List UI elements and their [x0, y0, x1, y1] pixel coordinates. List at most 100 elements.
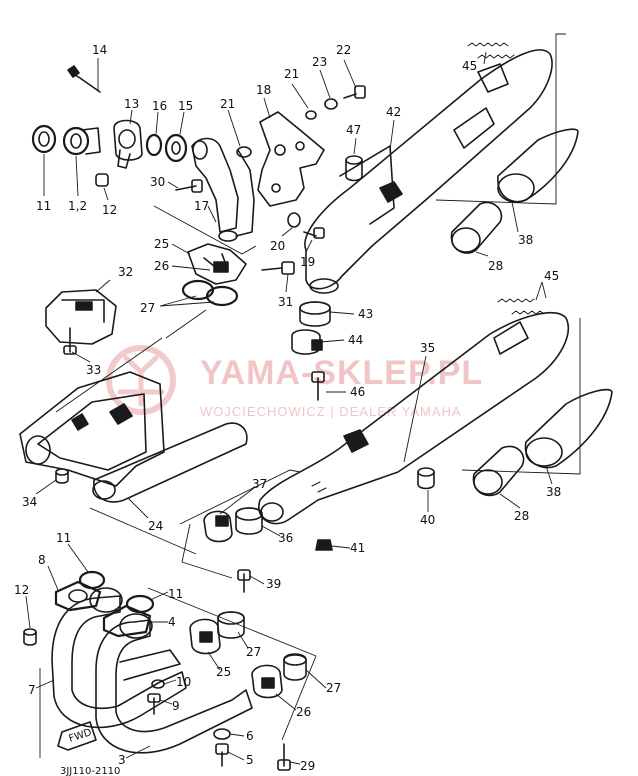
diagram-caption: 3JJ110-2110	[60, 766, 120, 776]
callout-34: 34	[22, 495, 37, 509]
callout-32: 32	[118, 265, 133, 279]
part-muffler-42	[304, 49, 553, 294]
part-bolt-33	[63, 327, 77, 355]
part-gasket-11	[31, 124, 57, 154]
part-gasket-43	[299, 301, 331, 327]
part-tail-cap-38	[497, 128, 579, 203]
callout-43: 43	[358, 307, 373, 321]
callout-27-c: 27	[326, 681, 341, 695]
part-bolt-31	[261, 261, 295, 275]
callout-22: 22	[336, 43, 351, 57]
part-end-pipe-28-b	[472, 445, 525, 497]
part-collar-47	[345, 155, 363, 182]
part-exhaust-pipe-17	[191, 137, 255, 242]
part-end-pipe-28	[450, 201, 503, 254]
part-bolt-30	[175, 179, 203, 193]
callout-14: 14	[92, 43, 107, 57]
part-collar-12-b	[23, 628, 37, 646]
callout-20: 20	[270, 239, 285, 253]
yamaha-logo-watermark	[106, 345, 176, 415]
part-clamp-44	[291, 329, 323, 355]
part-gasket-27	[181, 279, 239, 307]
part-bracket-18	[257, 111, 325, 207]
assembly-outline-lines	[39, 205, 317, 758]
part-tail-cap-38-b	[524, 388, 613, 469]
part-collar-40	[417, 467, 435, 490]
callout-47: 47	[346, 123, 361, 137]
callout-42: 42	[386, 105, 401, 119]
callout-27: 27	[140, 301, 155, 315]
part-washer-6	[213, 728, 231, 740]
part-ring-16	[145, 133, 163, 157]
part-bolt-5	[215, 743, 229, 767]
bracket-lines-upper-rear	[435, 33, 566, 205]
part-spring-45-b	[497, 298, 545, 315]
callout-25: 25	[154, 237, 169, 251]
callout-29: 29	[300, 759, 315, 773]
part-clamp-25-b	[189, 618, 221, 655]
callout-27-b: 27	[246, 645, 261, 659]
watermark-title: YAMA-SKLEP.PL	[200, 354, 483, 392]
part-gasket-27-b	[217, 611, 245, 639]
callout-6: 6	[246, 729, 254, 743]
callout-41: 41	[350, 541, 365, 555]
part-gasket-11-b	[78, 570, 106, 590]
part-bolt-19	[303, 227, 325, 239]
callout-11-b: 11	[56, 531, 71, 545]
bracket-lines-lower-rear	[461, 318, 581, 475]
callout-35: 35	[420, 341, 435, 355]
part-gasket-8	[54, 580, 102, 612]
callout-4: 4	[168, 615, 176, 629]
callout-12-c: 12	[14, 583, 29, 597]
watermark: YAMA-SKLEP.PL WOJCIECHOWICZ | DEALER YAM…	[106, 345, 483, 419]
part-washer-21	[236, 146, 252, 158]
part-clamp-26-b	[251, 664, 283, 699]
callout-9: 9	[172, 699, 180, 713]
callout-44: 44	[348, 333, 363, 347]
callout-1-2: 1,2	[68, 199, 87, 213]
callout-26: 26	[154, 259, 169, 273]
callout-46: 46	[350, 385, 365, 399]
callout-45: 45	[462, 59, 477, 73]
callout-38-b: 38	[546, 485, 561, 499]
part-flange-13	[113, 119, 143, 169]
watermark-subtitle: WOJCIECHOWICZ | DEALER YAMAHA	[200, 404, 462, 419]
callout-17: 17	[194, 199, 209, 213]
callout-36: 36	[278, 531, 293, 545]
callout-30: 30	[150, 175, 165, 189]
part-bracket-32	[45, 289, 117, 345]
callout-33: 33	[86, 363, 101, 377]
part-spring-45	[467, 42, 515, 59]
part-gasket-1	[62, 126, 101, 156]
callout-38: 38	[518, 233, 533, 247]
callout-28-b: 28	[514, 509, 529, 523]
callout-12: 12	[102, 203, 117, 217]
callout-28: 28	[488, 259, 503, 273]
part-clamp-37	[203, 510, 233, 543]
callout-8: 8	[38, 553, 46, 567]
leader-lines	[25, 51, 553, 765]
part-chamber-24	[19, 371, 248, 503]
callout-3: 3	[118, 753, 126, 767]
callout-10: 10	[176, 675, 191, 689]
part-bolt-14	[67, 65, 101, 93]
callout-23: 23	[312, 55, 327, 69]
part-collar-12	[95, 173, 109, 187]
part-gasket-36	[235, 507, 263, 535]
callout-5: 5	[246, 753, 254, 767]
part-nut-23	[324, 98, 338, 110]
part-nut-41	[315, 539, 333, 551]
callout-37: 37	[252, 477, 267, 491]
part-flange-4	[102, 604, 152, 638]
part-bolt-22	[343, 85, 366, 99]
callout-21-b: 21	[284, 67, 299, 81]
callout-31: 31	[278, 295, 293, 309]
part-bolt-29	[277, 743, 291, 771]
part-exhaust-pipe-3	[95, 613, 253, 754]
part-gasket-11-c	[125, 594, 155, 614]
callout-45-b: 45	[544, 269, 559, 283]
callout-labels: 14 13 16 15 21 18 21 23 22 45 42 47 11 1…	[14, 43, 561, 773]
callout-7: 7	[28, 683, 36, 697]
callout-39: 39	[266, 577, 281, 591]
